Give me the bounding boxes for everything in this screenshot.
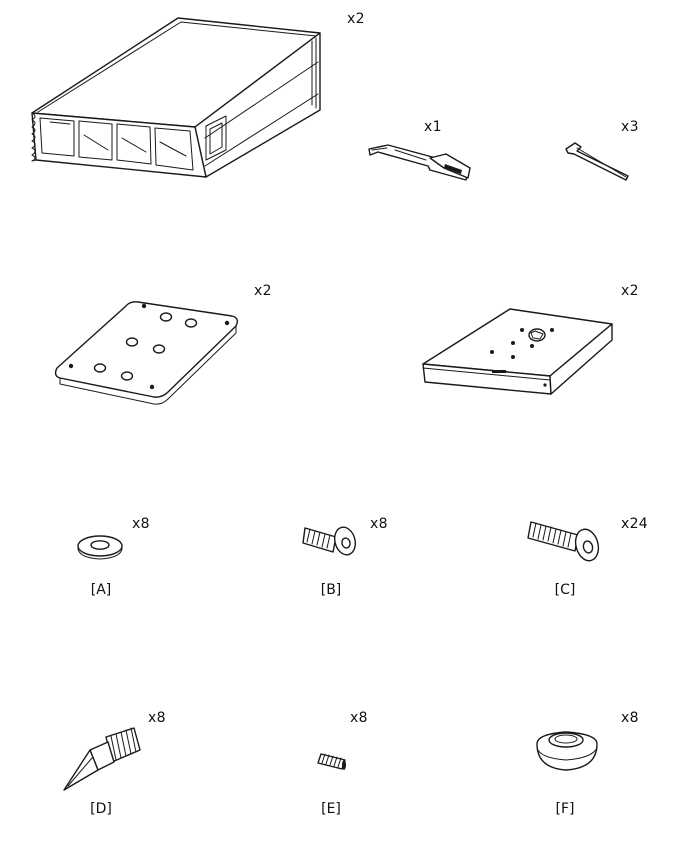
hex-key-illustration bbox=[565, 142, 629, 181]
foot-cup-label: [F] bbox=[555, 801, 575, 817]
hex-key-quantity: x3 bbox=[621, 119, 639, 135]
mounting-plate-illustration bbox=[54, 301, 239, 405]
grub-screw-quantity: x8 bbox=[350, 710, 368, 726]
spike-illustration bbox=[63, 727, 141, 791]
long-bolt-quantity: x24 bbox=[621, 516, 648, 532]
frame-rail-quantity: x2 bbox=[347, 11, 365, 27]
short-bolt-illustration bbox=[302, 526, 357, 556]
grub-screw-label: [E] bbox=[321, 801, 341, 817]
spike-quantity: x8 bbox=[148, 710, 166, 726]
short-bolt-label: [B] bbox=[320, 582, 342, 598]
long-bolt-illustration bbox=[527, 521, 600, 562]
base-plate-quantity: x2 bbox=[621, 283, 639, 299]
washer-illustration bbox=[77, 535, 123, 560]
spike-label: [D] bbox=[90, 801, 112, 817]
alignment-tool-quantity: x1 bbox=[424, 119, 442, 135]
mounting-plate-quantity: x2 bbox=[254, 283, 272, 299]
base-plate-illustration bbox=[422, 308, 613, 395]
frame-rail-illustration bbox=[31, 17, 321, 178]
washer-label: [A] bbox=[90, 582, 112, 598]
short-bolt-quantity: x8 bbox=[370, 516, 388, 532]
alignment-tool-illustration bbox=[368, 144, 471, 181]
long-bolt-label: [C] bbox=[554, 582, 576, 598]
foot-cup-illustration bbox=[536, 731, 598, 771]
washer-quantity: x8 bbox=[132, 516, 150, 532]
grub-screw-illustration bbox=[317, 753, 346, 770]
foot-cup-quantity: x8 bbox=[621, 710, 639, 726]
